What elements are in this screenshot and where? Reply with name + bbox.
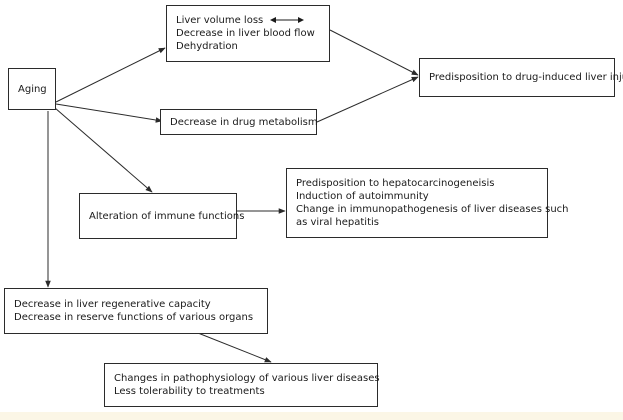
node-immune-line: Alteration of immune functions [89, 210, 245, 222]
arrow-regeneration-to-pathophysiology [197, 332, 272, 363]
bottom-strip [0, 412, 623, 420]
arrow-liver-changes-to-dili [329, 29, 419, 76]
node-immune-effects-line: Change in immunopathogenesis of liver di… [296, 204, 569, 215]
node-liver-changes-line: Dehydration [176, 41, 238, 52]
node-liver-changes-line: Decrease in liver blood flow [176, 28, 315, 39]
node-immune-effects-line: Induction of autoimmunity [296, 191, 429, 202]
double-arrow-icon [270, 17, 305, 23]
node-immune-effects-line: Predisposition to hepatocarcinogeneisis [296, 178, 495, 189]
node-immune: Alteration of immune functions [79, 193, 245, 239]
arrow-aging-to-drug-metabolism [55, 103, 163, 123]
node-dili: Predisposition to drug-induced liver inj… [419, 58, 623, 97]
node-regeneration-line: Decrease in reserve functions of various… [14, 312, 254, 323]
node-regeneration: Decrease in liver regenerative capacity … [4, 288, 268, 334]
node-drug-metabolism-line: Decrease in drug metabolism [170, 116, 318, 128]
node-aging-line: Aging [18, 83, 47, 95]
node-liver-changes: Liver volume loss Decrease in liver bloo… [166, 5, 330, 62]
node-immune-effects: Predisposition to hepatocarcinogeneisis … [286, 168, 569, 238]
node-pathophysiology-line: Changes in pathophysiology of various li… [114, 373, 380, 384]
arrow-aging-to-liver-changes [55, 47, 166, 103]
node-aging: Aging [8, 68, 56, 110]
arrow-aging-to-immune [54, 107, 153, 193]
node-dili-line: Predisposition to drug-induced liver inj… [429, 72, 623, 83]
node-pathophysiology-line: Less tolerability to treatments [114, 386, 265, 397]
node-drug-metabolism: Decrease in drug metabolism [160, 109, 318, 135]
node-liver-changes-line: Liver volume loss [176, 14, 320, 27]
node-regeneration-line: Decrease in liver regenerative capacity [14, 299, 211, 310]
node-immune-effects-line: as viral hepatitis [296, 217, 379, 228]
arrow-drug-metabolism-to-dili [316, 76, 419, 123]
node-pathophysiology: Changes in pathophysiology of various li… [104, 363, 380, 407]
